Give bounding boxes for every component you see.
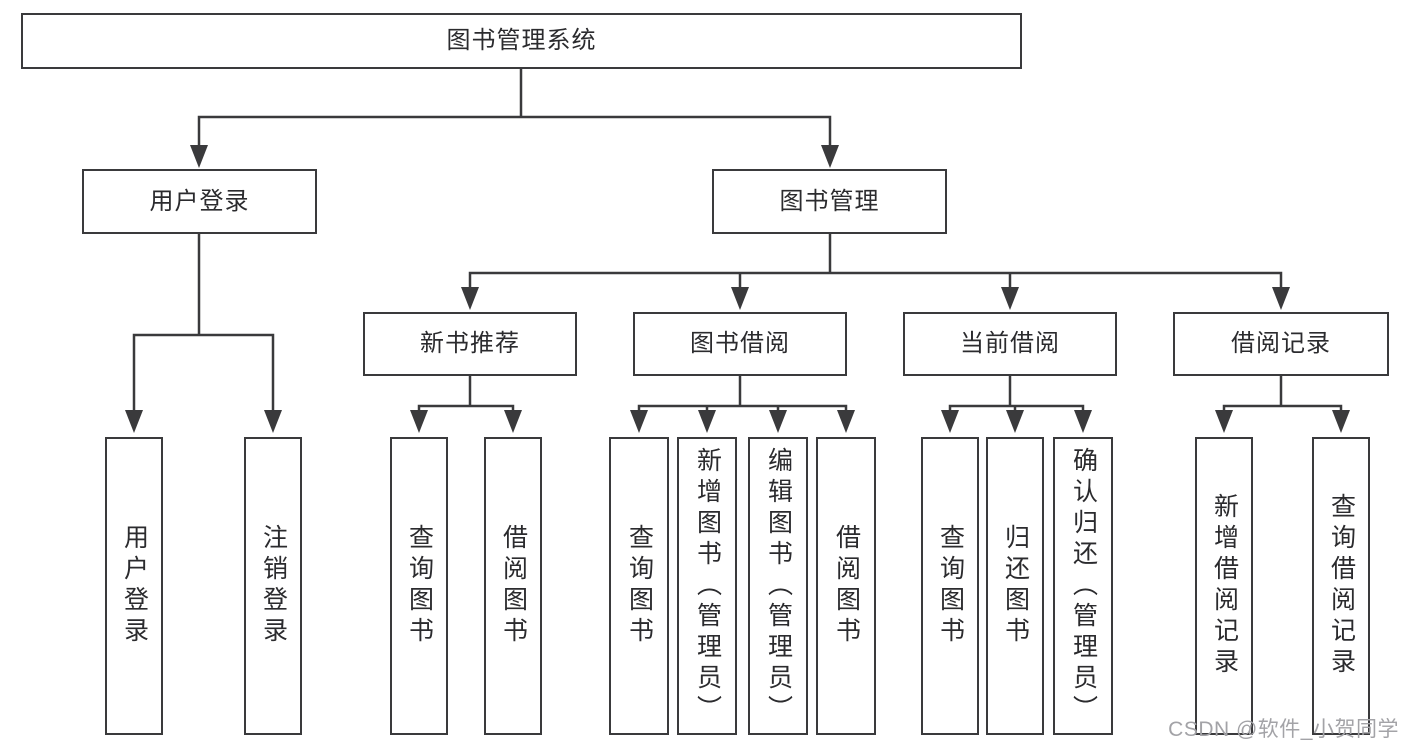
node-label: 确认归还（管理员）: [1069, 446, 1098, 726]
leaf-borrow-books-recommend: 借阅图书: [484, 437, 542, 735]
csdn-watermark: CSDN @软件_小贺同学: [1168, 718, 1399, 741]
node-label: 查询图书: [405, 524, 434, 648]
leaf-return-books: 归还图书: [986, 437, 1044, 735]
node-label: 图书管理系统: [446, 27, 597, 54]
node-label: 新增图书（管理员）: [693, 446, 722, 726]
leaf-query-books-current: 查询图书: [921, 437, 979, 735]
leaf-confirm-return-admin: 确认归还（管理员）: [1053, 437, 1113, 735]
leaf-query-borrow-record: 查询借阅记录: [1312, 437, 1370, 735]
node-book-management: 图书管理: [712, 169, 947, 234]
node-label: 查询图书: [936, 524, 965, 648]
node-label: 图书借阅: [690, 330, 790, 357]
node-label: 查询图书: [625, 524, 654, 648]
leaf-add-borrow-record: 新增借阅记录: [1195, 437, 1253, 735]
node-library-management-system: 图书管理系统: [21, 13, 1022, 69]
node-label: 新增借阅记录: [1210, 493, 1239, 679]
node-label: 用户登录: [149, 187, 250, 215]
node-label: 借阅记录: [1231, 330, 1331, 357]
node-current-borrowing: 当前借阅: [903, 312, 1117, 376]
node-label: 注销登录: [259, 524, 288, 648]
node-label: 用户登录: [120, 524, 149, 648]
node-new-book-recommend: 新书推荐: [363, 312, 577, 376]
leaf-logout: 注销登录: [244, 437, 302, 735]
node-label: 编辑图书（管理员）: [764, 446, 793, 726]
node-label: 借阅图书: [499, 524, 528, 648]
leaf-borrow-books: 借阅图书: [816, 437, 876, 735]
leaf-query-books-recommend: 查询图书: [390, 437, 448, 735]
node-label: 当前借阅: [960, 330, 1060, 357]
node-label: 图书管理: [779, 187, 880, 215]
node-borrowing-records: 借阅记录: [1173, 312, 1389, 376]
leaf-user-login: 用户登录: [105, 437, 163, 735]
leaf-query-books-borrow: 查询图书: [609, 437, 669, 735]
node-label: 新书推荐: [420, 330, 520, 357]
arrowheads: [125, 145, 1350, 433]
node-label: 归还图书: [1001, 524, 1030, 648]
node-label: 查询借阅记录: [1327, 493, 1356, 679]
node-label: 借阅图书: [832, 524, 861, 648]
leaf-add-books-admin: 新增图书（管理员）: [677, 437, 737, 735]
node-book-borrowing: 图书借阅: [633, 312, 847, 376]
leaf-edit-books-admin: 编辑图书（管理员）: [748, 437, 808, 735]
node-user-login: 用户登录: [82, 169, 317, 234]
